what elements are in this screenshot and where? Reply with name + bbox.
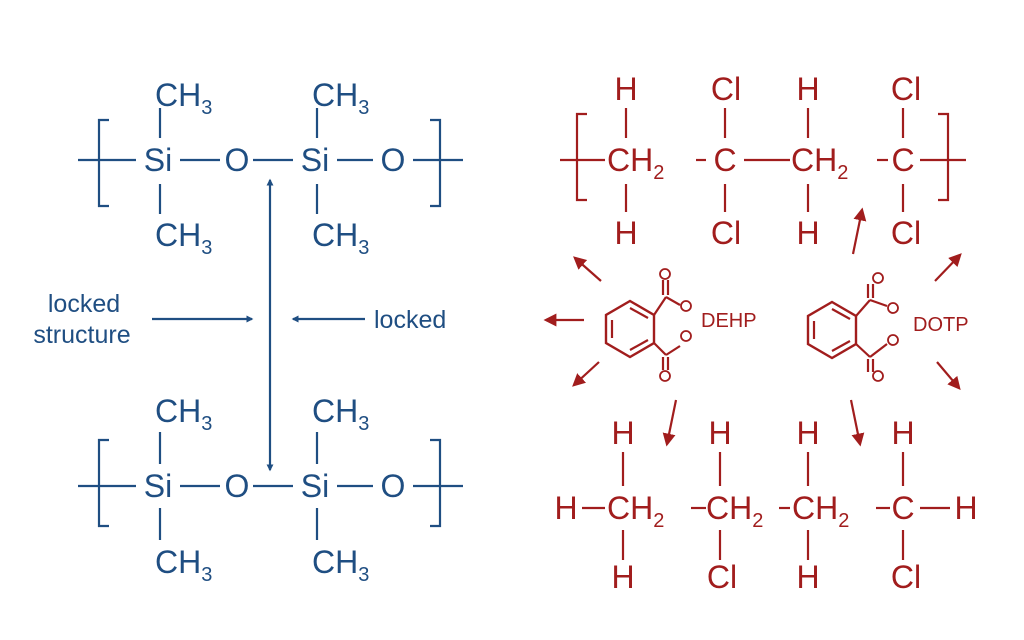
migration-arrows	[543, 207, 962, 447]
methyl-group-label: CH3	[312, 544, 369, 586]
methyl-group-label: CH3	[155, 77, 212, 119]
pvc-chain-top: H Cl H Cl CH2 C CH2 C H Cl H Cl	[560, 71, 966, 251]
oxygen-atom-label: O	[381, 142, 406, 178]
methyl-group-label: CH3	[155, 544, 212, 586]
silicon-atom-label: Si	[144, 468, 172, 504]
hydrogen-atom-label: H	[708, 415, 731, 451]
pvc-chain-bottom: H H H H H CH2 CH2 CH2 C H H Cl H Cl	[554, 415, 977, 595]
annotation-locked-structure-line2: structure	[33, 321, 130, 349]
hydrogen-atom-label: H	[796, 71, 819, 107]
oxygen-atom-icon	[659, 370, 671, 382]
silicon-atom-label: Si	[301, 142, 329, 178]
oxygen-atom-icon	[680, 300, 692, 312]
arrow-icon	[662, 399, 678, 447]
carbon-atom-label: C	[891, 142, 914, 178]
arrow-icon	[849, 399, 865, 447]
hydrogen-atom-label: H	[796, 559, 819, 595]
bracket-left	[97, 438, 109, 528]
chlorine-atom-label: Cl	[711, 71, 741, 107]
bracket-right	[938, 112, 950, 202]
hydrogen-atom-label: H	[614, 71, 637, 107]
annotation-locked: locked	[374, 306, 446, 334]
oxygen-atom-label: O	[381, 468, 406, 504]
bracket-right	[430, 438, 442, 528]
benzene-ring-icon	[806, 300, 858, 360]
silicon-atom-label: Si	[301, 468, 329, 504]
methyl-group-label: CH3	[312, 217, 369, 259]
oxygen-atom-icon	[872, 272, 884, 284]
hydrogen-atom-label: H	[954, 490, 977, 526]
chlorine-atom-label: Cl	[891, 215, 921, 251]
chlorine-atom-label: Cl	[707, 559, 737, 595]
hydrogen-atom-label: H	[796, 415, 819, 451]
silicone-chain-top: CH3 CH3 Si O Si O CH3 CH3	[78, 77, 463, 259]
oxygen-atom-icon	[872, 370, 884, 382]
methylene-group-label: CH2	[607, 142, 664, 184]
carbon-atom-label: C	[891, 490, 914, 526]
annotation-locked-structure-line1: locked	[48, 290, 120, 318]
methylene-group-label: CH2	[792, 490, 849, 532]
arrow-icon	[573, 256, 602, 282]
bracket-left	[575, 112, 587, 202]
methyl-group-label: CH3	[312, 77, 369, 119]
plasticizer-dotp-molecule: DOTP	[806, 272, 969, 382]
methyl-group-label: CH3	[312, 393, 369, 435]
arrow-icon	[934, 253, 962, 282]
silicone-chain-bottom: CH3 CH3 Si O Si O CH3 CH3	[78, 393, 463, 586]
silicon-atom-label: Si	[144, 142, 172, 178]
plasticizer-name-dotp: DOTP	[913, 314, 969, 336]
hydrogen-atom-label: H	[554, 490, 577, 526]
oxygen-atom-icon	[659, 268, 671, 280]
methylene-group-label: CH2	[706, 490, 763, 532]
hydrogen-atom-label: H	[611, 559, 634, 595]
plasticizer-name-dehp: DEHP	[701, 310, 757, 332]
chlorine-atom-label: Cl	[711, 215, 741, 251]
arrow-icon	[572, 361, 600, 387]
oxygen-atom-label: O	[225, 142, 250, 178]
oxygen-atom-icon	[887, 334, 899, 346]
hydrogen-atom-label: H	[796, 215, 819, 251]
bracket-left	[97, 118, 109, 208]
methylene-group-label: CH2	[791, 142, 848, 184]
hydrogen-atom-label: H	[611, 415, 634, 451]
hydrogen-atom-label: H	[891, 415, 914, 451]
benzene-ring-icon	[604, 299, 656, 359]
chlorine-atom-label: Cl	[891, 559, 921, 595]
arrow-icon	[851, 207, 867, 255]
chlorine-atom-label: Cl	[891, 71, 921, 107]
methyl-group-label: CH3	[155, 217, 212, 259]
plasticizer-dehp-molecule: DEHP	[604, 268, 757, 382]
methyl-group-label: CH3	[155, 393, 212, 435]
arrow-icon	[936, 361, 961, 390]
methylene-group-label: CH2	[607, 490, 664, 532]
oxygen-atom-icon	[680, 330, 692, 342]
carbon-atom-label: C	[713, 142, 736, 178]
bracket-right	[430, 118, 442, 208]
oxygen-atom-icon	[887, 302, 899, 314]
oxygen-atom-label: O	[225, 468, 250, 504]
hydrogen-atom-label: H	[614, 215, 637, 251]
